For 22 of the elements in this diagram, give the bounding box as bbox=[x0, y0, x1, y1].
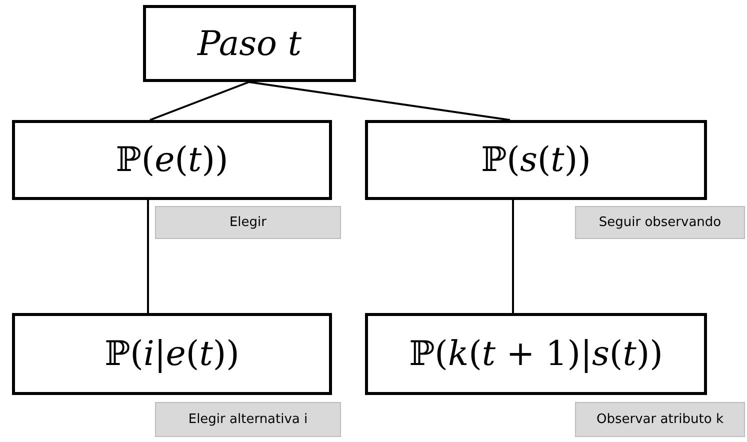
process-box bbox=[143, 5, 356, 82]
connector-line bbox=[150, 81, 250, 121]
connector-line bbox=[248, 81, 510, 121]
formula-label: ℙ(i|e(t)) bbox=[104, 334, 240, 374]
tag-label: Elegir bbox=[229, 215, 267, 230]
tag-label: Seguir observando bbox=[598, 215, 722, 230]
formula-label: ℙ(k(t + 1)|s(t)) bbox=[409, 334, 663, 374]
tag-box bbox=[575, 402, 745, 437]
tag-box bbox=[575, 206, 745, 239]
tag-label: Observar atributo k bbox=[596, 412, 724, 427]
process-box bbox=[12, 313, 332, 395]
connector-line bbox=[147, 200, 149, 313]
connector-line bbox=[512, 200, 514, 313]
tag-box bbox=[155, 402, 341, 437]
process-box bbox=[12, 120, 332, 200]
process-box bbox=[365, 120, 707, 200]
formula-label: Paso t bbox=[197, 24, 302, 64]
tag-box bbox=[155, 206, 341, 239]
process-box bbox=[365, 313, 707, 395]
formula-label: ℙ(e(t)) bbox=[116, 140, 228, 180]
tag-label: Elegir alternativa i bbox=[188, 412, 308, 427]
formula-label: ℙ(s(t)) bbox=[481, 140, 591, 180]
